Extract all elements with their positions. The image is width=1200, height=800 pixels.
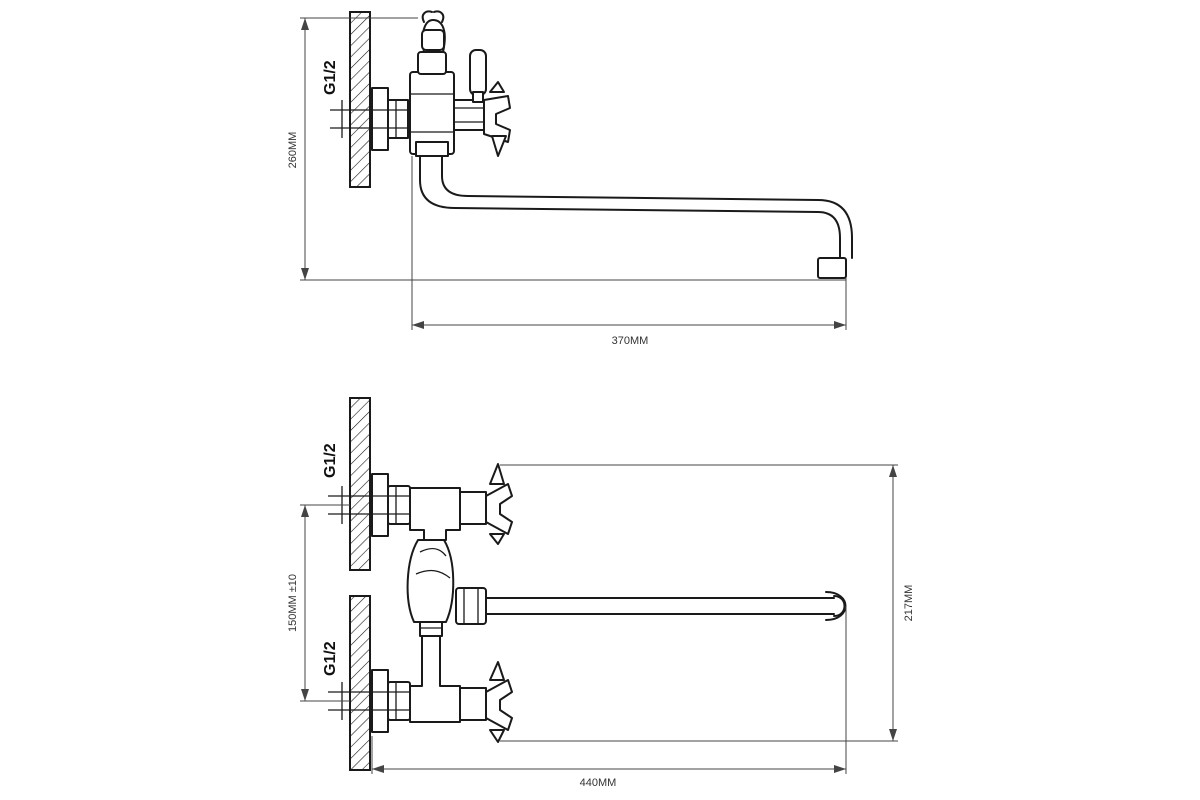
top-thread-label: G1/2 — [322, 60, 339, 95]
front-upper-thread-label: G1/2 — [322, 443, 339, 478]
top-aerator — [817, 257, 847, 279]
top-height-dimension — [300, 17, 846, 281]
top-handle — [453, 49, 511, 157]
top-inlet-pipe — [330, 100, 408, 138]
top-view: G1/2 — [287, 10, 853, 347]
top-wall-flange — [371, 87, 409, 151]
front-lower-flange — [328, 669, 411, 733]
top-width-label: 370MM — [612, 335, 649, 347]
front-height-label: 217MM — [903, 585, 915, 622]
front-upper-wall — [349, 397, 371, 571]
front-width-dimension — [371, 606, 847, 774]
front-lower-handle — [459, 661, 513, 743]
top-width-dimension — [411, 156, 847, 330]
top-wall — [349, 11, 371, 188]
front-height-dimension — [500, 464, 898, 742]
top-shower-hook — [421, 10, 445, 23]
front-spacing-label: 150MM ±10 — [287, 574, 299, 632]
front-spout-nut — [455, 587, 487, 625]
top-valve-body — [409, 19, 455, 157]
top-height-label: 260MM — [287, 132, 299, 169]
front-mixer-body — [406, 487, 461, 723]
front-lower-wall — [349, 595, 371, 771]
front-view: G1/2 G1/2 — [287, 397, 915, 789]
front-upper-handle — [459, 463, 513, 545]
front-width-label: 440MM — [580, 777, 617, 789]
front-spacing-dimension — [300, 504, 350, 702]
front-lower-thread-label: G1/2 — [322, 641, 339, 676]
top-spout — [419, 155, 853, 259]
front-spout — [485, 591, 847, 621]
